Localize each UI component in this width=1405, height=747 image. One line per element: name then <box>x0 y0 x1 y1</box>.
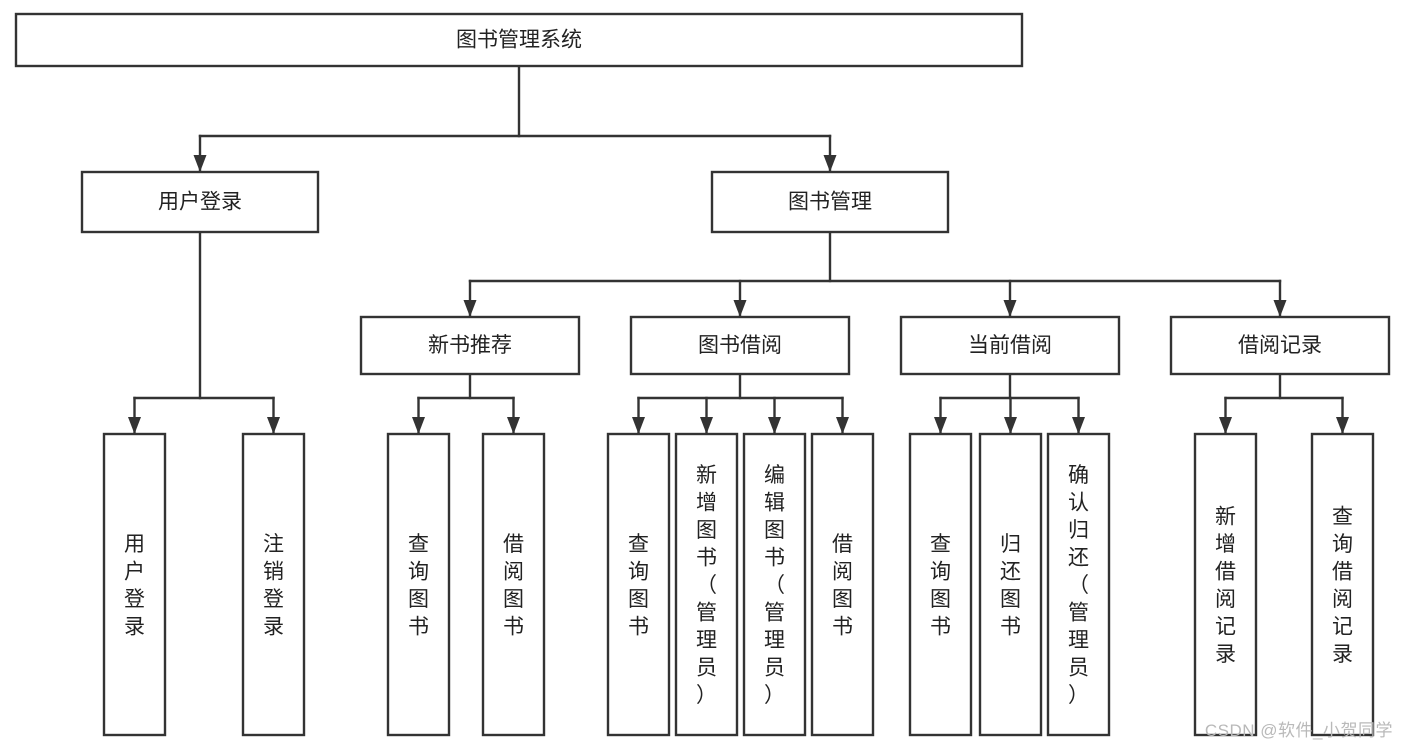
arrow-head-icon <box>768 417 781 434</box>
node-leaf-br-add[interactable]: 新增借阅记录 <box>1193 432 1258 737</box>
node-leaf-logout[interactable]: 注销登录 <box>241 432 306 737</box>
connector-group <box>934 372 1085 435</box>
node-label-leaf-bb-query: 查询图书 <box>628 533 649 639</box>
node-label-leaf-cb-query: 查询图书 <box>930 533 951 639</box>
arrow-head-icon <box>823 155 837 172</box>
node-label-book-mgmt: 图书管理 <box>788 191 872 214</box>
arrow-head-icon <box>1273 300 1287 317</box>
node-leaf-cb-query[interactable]: 查询图书 <box>908 432 973 737</box>
node-label-leaf-bb-add: 新增图书（管理员） <box>696 464 717 707</box>
node-box-leaf-bb-edit[interactable] <box>742 432 807 737</box>
node-label-leaf-cb-confirm: 确认归还（管理员） <box>1068 464 1089 707</box>
node-current-borrow[interactable]: 当前借阅 <box>899 315 1121 376</box>
connector-layer <box>128 64 1349 435</box>
node-box-book-mgmt[interactable] <box>710 170 950 234</box>
node-label-book-borrow: 图书借阅 <box>698 334 782 357</box>
node-user-login[interactable]: 用户登录 <box>80 170 320 234</box>
node-leaf-cb-return[interactable]: 归还图书 <box>978 432 1043 737</box>
node-label-user-login: 用户登录 <box>158 191 242 214</box>
node-box-root[interactable] <box>14 12 1024 68</box>
connector-group <box>463 230 1287 318</box>
node-label-leaf-bb-edit: 编辑图书（管理员） <box>764 464 785 707</box>
node-layer: 图书管理系统用户登录图书管理新书推荐图书借阅当前借阅借阅记录用户登录注销登录查询… <box>14 12 1391 737</box>
node-leaf-nbr-borrow[interactable]: 借阅图书 <box>481 432 546 737</box>
arrow-head-icon <box>934 417 947 434</box>
node-book-mgmt[interactable]: 图书管理 <box>710 170 950 234</box>
node-new-book-rec[interactable]: 新书推荐 <box>359 315 581 376</box>
node-book-borrow[interactable]: 图书借阅 <box>629 315 851 376</box>
connector-group <box>632 372 849 435</box>
node-label-new-book-rec: 新书推荐 <box>428 334 512 357</box>
arrow-head-icon <box>836 417 849 434</box>
node-label-leaf-br-query: 查询借阅记录 <box>1332 505 1353 666</box>
arrow-head-icon <box>507 417 520 434</box>
node-leaf-bb-edit[interactable]: 编辑图书（管理员） <box>742 432 807 737</box>
arrow-head-icon <box>1003 300 1017 317</box>
node-leaf-bb-query[interactable]: 查询图书 <box>606 432 671 737</box>
node-leaf-bb-borrow[interactable]: 借阅图书 <box>810 432 875 737</box>
node-box-leaf-cb-query[interactable] <box>908 432 973 737</box>
node-label-leaf-br-add: 新增借阅记录 <box>1215 505 1236 666</box>
node-label-leaf-user-login: 用户登录 <box>124 533 145 639</box>
arrow-head-icon <box>733 300 747 317</box>
node-box-book-borrow[interactable] <box>629 315 851 376</box>
node-box-leaf-bb-query[interactable] <box>606 432 671 737</box>
node-label-current-borrow: 当前借阅 <box>968 334 1052 357</box>
node-box-borrow-record[interactable] <box>1169 315 1391 376</box>
connector-group <box>128 230 280 435</box>
arrow-head-icon <box>412 417 425 434</box>
connector-group <box>193 64 837 173</box>
arrow-head-icon <box>128 417 141 434</box>
node-root[interactable]: 图书管理系统 <box>14 12 1024 68</box>
node-leaf-bb-add[interactable]: 新增图书（管理员） <box>674 432 739 737</box>
arrow-head-icon <box>1219 417 1232 434</box>
node-box-leaf-br-query[interactable] <box>1310 432 1375 737</box>
node-label-root: 图书管理系统 <box>456 29 582 52</box>
node-box-leaf-br-add[interactable] <box>1193 432 1258 737</box>
node-box-current-borrow[interactable] <box>899 315 1121 376</box>
node-label-leaf-nbr-query: 查询图书 <box>408 533 429 639</box>
node-label-borrow-record: 借阅记录 <box>1238 334 1322 357</box>
arrow-head-icon <box>463 300 477 317</box>
arrow-head-icon <box>1004 417 1017 434</box>
node-leaf-br-query[interactable]: 查询借阅记录 <box>1310 432 1375 737</box>
node-box-leaf-nbr-query[interactable] <box>386 432 451 737</box>
node-box-user-login[interactable] <box>80 170 320 234</box>
connector-group <box>412 372 520 435</box>
node-label-leaf-bb-borrow: 借阅图书 <box>832 533 853 639</box>
connector-group <box>1219 372 1349 435</box>
node-label-leaf-cb-return: 归还图书 <box>1000 533 1021 639</box>
arrow-head-icon <box>1336 417 1349 434</box>
node-box-leaf-user-login[interactable] <box>102 432 167 737</box>
node-box-leaf-logout[interactable] <box>241 432 306 737</box>
node-label-leaf-logout: 注销登录 <box>263 533 284 639</box>
node-leaf-nbr-query[interactable]: 查询图书 <box>386 432 451 737</box>
node-leaf-user-login[interactable]: 用户登录 <box>102 432 167 737</box>
node-box-leaf-cb-return[interactable] <box>978 432 1043 737</box>
arrow-head-icon <box>632 417 645 434</box>
node-box-leaf-cb-confirm[interactable] <box>1046 432 1111 737</box>
node-box-leaf-bb-borrow[interactable] <box>810 432 875 737</box>
arrow-head-icon <box>267 417 280 434</box>
node-box-new-book-rec[interactable] <box>359 315 581 376</box>
node-borrow-record[interactable]: 借阅记录 <box>1169 315 1391 376</box>
arrow-head-icon <box>1072 417 1085 434</box>
node-leaf-cb-confirm[interactable]: 确认归还（管理员） <box>1046 432 1111 737</box>
node-box-leaf-nbr-borrow[interactable] <box>481 432 546 737</box>
node-label-leaf-nbr-borrow: 借阅图书 <box>503 533 524 639</box>
node-box-leaf-bb-add[interactable] <box>674 432 739 737</box>
arrow-head-icon <box>700 417 713 434</box>
arrow-head-icon <box>193 155 207 172</box>
